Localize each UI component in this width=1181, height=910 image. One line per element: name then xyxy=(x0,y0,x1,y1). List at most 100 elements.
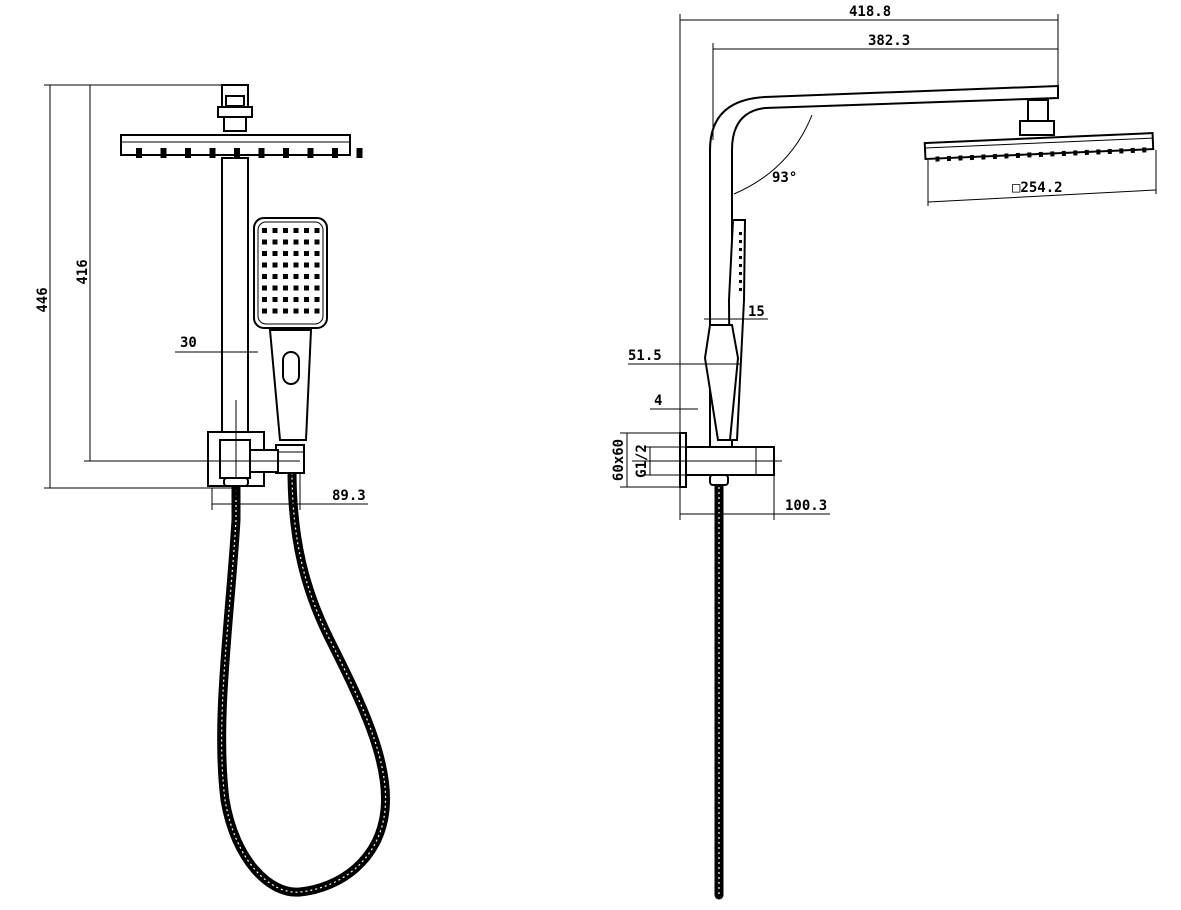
side-nozzle xyxy=(1084,149,1089,156)
dim-handset-depth: 15 xyxy=(704,304,768,320)
handset-spray-dot xyxy=(293,228,299,233)
handset-spray-dot xyxy=(314,262,320,268)
dim-arm-height-label: 416 xyxy=(75,259,91,284)
handset-spray-dot xyxy=(262,228,267,233)
side-nozzle xyxy=(946,155,952,162)
dim-plate-size-label: 60x60 xyxy=(611,439,627,481)
handset-spray-dot xyxy=(262,308,267,314)
handset-spray-dot xyxy=(272,239,278,245)
handset-spray-dot xyxy=(293,308,299,314)
handset-spray-dot xyxy=(314,308,320,314)
side-nozzle xyxy=(1119,148,1124,154)
front-nozzle xyxy=(160,148,167,158)
side-nozzle xyxy=(992,153,998,160)
dim-outlet-offset-label: 89.3 xyxy=(332,488,366,504)
side-nozzle xyxy=(935,156,940,162)
front-wall-bracket xyxy=(180,400,300,500)
handset-spray-dot xyxy=(262,274,267,279)
side-handset-dot xyxy=(739,288,742,291)
dim-thread: G1/2 xyxy=(634,444,686,478)
front-nozzle xyxy=(258,148,265,158)
front-nozzle xyxy=(234,148,240,158)
dim-head-size-label: □254.2 xyxy=(1012,180,1063,196)
side-nozzle xyxy=(1096,149,1101,155)
front-nozzle xyxy=(356,148,363,158)
dim-overall-reach-label: 418.8 xyxy=(849,4,891,20)
dim-rail-offset-label: 51.5 xyxy=(628,348,662,364)
handset-spray-dot xyxy=(283,228,288,233)
side-nozzle xyxy=(1142,147,1147,153)
side-handset-dot xyxy=(739,240,742,243)
handset-spray-dot xyxy=(293,297,299,302)
handset-spray-dot xyxy=(272,251,278,256)
handset-spray-dot xyxy=(314,274,320,279)
handset-spray-dot xyxy=(314,251,320,256)
dim-overall-height: 446 xyxy=(35,84,236,489)
handset-spray-dot xyxy=(283,251,288,256)
front-nozzle xyxy=(332,148,338,158)
handset-spray-dot xyxy=(314,297,320,302)
handset-spray-dot xyxy=(262,239,267,245)
front-nozzle xyxy=(209,148,216,158)
dim-arm-angle: 93° xyxy=(733,114,813,195)
handset-spray-dot xyxy=(304,297,309,302)
side-handset-dot xyxy=(739,264,742,267)
side-nozzle xyxy=(1038,151,1043,158)
side-nozzle xyxy=(1061,150,1066,157)
dim-plate-size: 60x60 xyxy=(611,432,680,488)
handset-spray-dot xyxy=(283,239,288,245)
dim-outlet-projection-label: 100.3 xyxy=(785,498,827,514)
front-rail xyxy=(221,157,249,451)
side-nozzle xyxy=(1004,153,1009,159)
handset-spray-dot xyxy=(283,285,288,291)
front-nozzle xyxy=(283,148,289,158)
side-nozzle xyxy=(1130,147,1135,154)
dim-overall-reach: 418.8 xyxy=(679,4,1059,433)
side-handset-dot xyxy=(739,256,742,259)
handset-spray-dot xyxy=(304,251,309,256)
side-nozzle xyxy=(1050,151,1055,157)
side-nozzle xyxy=(1027,152,1032,158)
side-handset-dot xyxy=(739,272,742,275)
handset-spray-dot xyxy=(272,308,278,314)
side-head-connector xyxy=(1019,99,1055,136)
dim-arm-reach-label: 382.3 xyxy=(868,33,910,49)
handset-spray-dot xyxy=(293,251,299,256)
side-nozzle xyxy=(1073,150,1078,156)
side-handset-dot xyxy=(739,232,742,235)
handset-spray-dot xyxy=(283,297,288,302)
front-nozzle xyxy=(136,148,142,158)
handset-spray-dot xyxy=(293,262,299,268)
dim-head-size: □254.2 xyxy=(927,150,1157,206)
side-outlet xyxy=(632,446,782,486)
side-handset-dot xyxy=(739,248,742,251)
side-nozzle xyxy=(981,154,986,160)
handset-spray-dot xyxy=(304,308,309,314)
dim-arm-reach: 382.3 xyxy=(712,33,1058,140)
handset-spray-dot xyxy=(304,262,309,268)
handset-spray-dot xyxy=(314,239,320,245)
handset-spray-dot xyxy=(314,228,320,233)
front-top-connector xyxy=(217,84,253,132)
handset-spray-dot xyxy=(304,274,309,279)
handset-spray-dot xyxy=(272,274,278,279)
handset-spray-dot xyxy=(283,262,288,268)
side-nozzle xyxy=(969,154,975,161)
handset-spray-dot xyxy=(304,239,309,245)
dim-handset-depth-label: 15 xyxy=(748,304,765,320)
side-handset-dot xyxy=(739,280,742,283)
dim-overall-height-label: 446 xyxy=(35,287,51,312)
front-nozzle xyxy=(307,148,314,158)
handset-spray-dot xyxy=(314,285,320,291)
dim-rail-width: 30 xyxy=(175,335,258,353)
side-view: 418.8 382.3 93° □254.2 15 51.5 xyxy=(611,4,1157,900)
side-handset xyxy=(703,219,747,441)
side-nozzle xyxy=(1107,148,1112,155)
side-nozzle xyxy=(1015,152,1020,159)
handset-spray-dot xyxy=(262,297,267,302)
handset-spray-dot xyxy=(304,228,309,233)
dim-plate-thickness: 4 xyxy=(650,393,698,410)
dim-thread-label: G1/2 xyxy=(634,444,650,478)
handset-spray-dot xyxy=(272,228,278,233)
